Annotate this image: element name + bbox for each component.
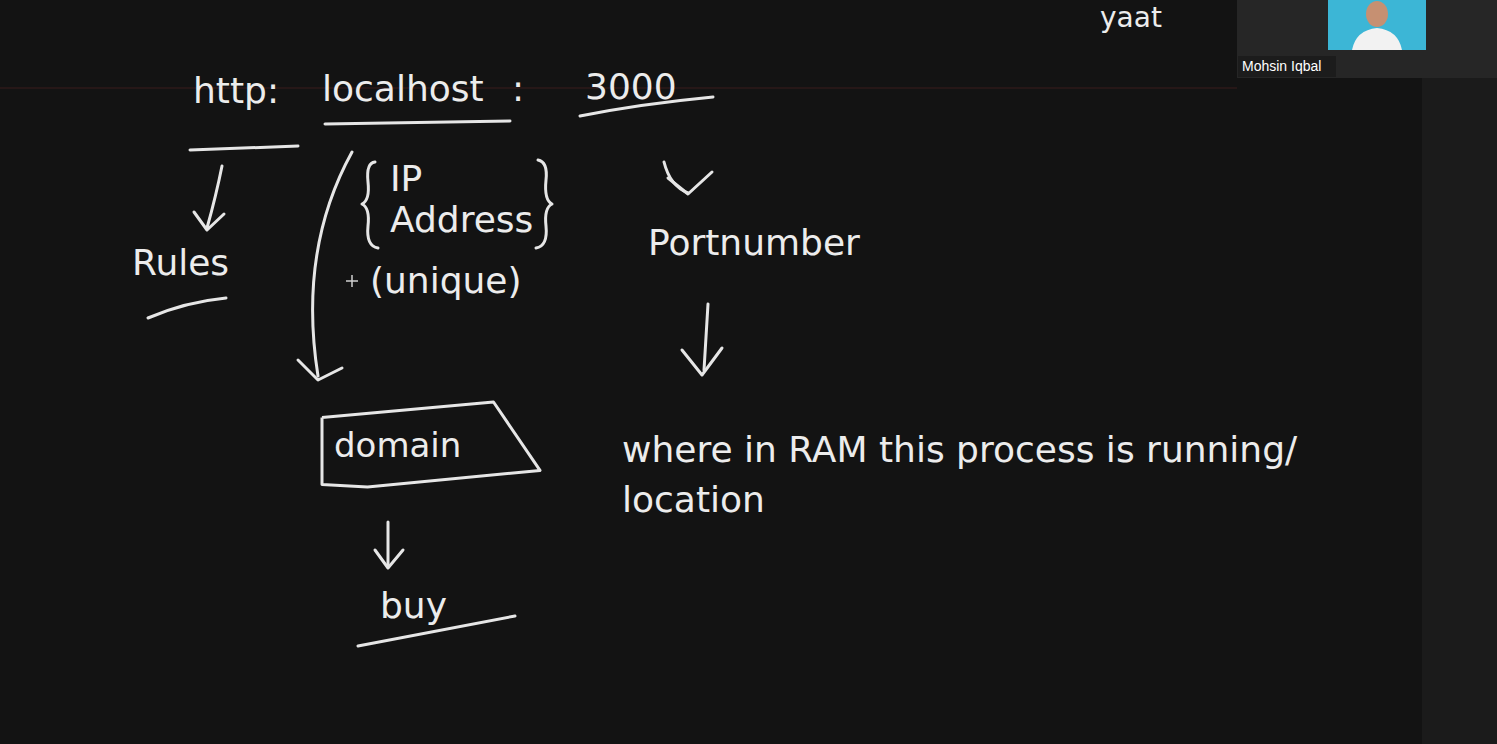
arrow-head [668, 172, 712, 194]
separator-text: : [512, 68, 524, 109]
cursor [346, 275, 358, 287]
arrow-head [194, 212, 224, 230]
underline [148, 298, 226, 318]
person-head [1366, 1, 1388, 27]
side-strip [1422, 78, 1497, 744]
underline [190, 146, 298, 150]
box-label: domain [334, 426, 461, 465]
video-tile [1237, 0, 1497, 78]
note-text: (unique) [370, 260, 522, 301]
note-text: buy [380, 585, 447, 626]
box-border [322, 402, 540, 487]
brace [536, 160, 552, 248]
port-text: 3000 [585, 66, 677, 107]
arrow-curve [313, 152, 352, 376]
note-text: Portnumber [648, 222, 860, 263]
host-text: localhost [322, 68, 484, 109]
note-text: IP Address [390, 158, 540, 241]
arrow-head [375, 550, 403, 568]
note-text: Rules [132, 242, 229, 283]
video-thumbnail [1328, 0, 1426, 50]
arrow-stem [387, 522, 390, 566]
person-shirt [1352, 28, 1402, 50]
brace [362, 162, 378, 248]
protocol-text: http: [193, 70, 279, 111]
note-text: where in RAM this process is running/ lo… [622, 425, 1412, 526]
arrow-head [298, 360, 342, 380]
note-text: yaat [1100, 2, 1162, 34]
underline [325, 121, 510, 124]
participant-name: Mohsin Iqbal [1242, 58, 1321, 74]
arrow-head [682, 348, 722, 375]
arrow-stem [704, 304, 708, 370]
name-tag [1238, 56, 1336, 77]
domain-box: domain [318, 400, 543, 488]
